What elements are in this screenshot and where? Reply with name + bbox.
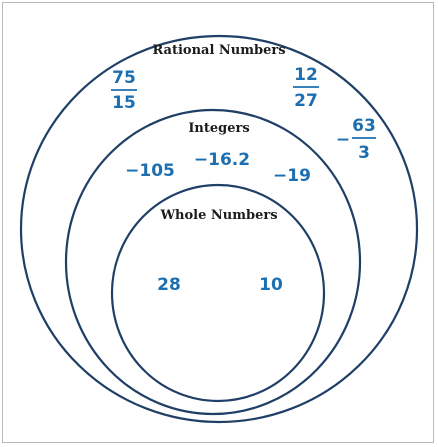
fraction-numerator: 12 — [294, 65, 318, 85]
element-28: 28 — [157, 275, 181, 295]
fraction-denominator: 27 — [294, 91, 318, 111]
integers-label: Integers — [188, 121, 249, 136]
fraction-denominator: 3 — [358, 143, 370, 163]
fraction-75-over-15: 75 15 — [111, 68, 137, 113]
whole-numbers-label: Whole Numbers — [159, 208, 277, 223]
fraction-numerator: 75 — [112, 68, 136, 88]
element-10: 10 — [259, 275, 283, 295]
element-negative-105: −105 — [125, 161, 175, 181]
rational-numbers-label: Rational Numbers — [152, 43, 285, 58]
fraction-numerator: 63 — [352, 116, 376, 136]
fraction-sign: − — [336, 130, 350, 150]
diagram-frame — [2, 2, 434, 443]
element-negative-19: −19 — [273, 166, 311, 186]
fraction-negative-63-over-3: − 63 3 — [336, 116, 376, 163]
rational-numbers-circle — [19, 34, 419, 424]
fraction-12-over-27: 12 27 — [293, 65, 319, 111]
integers-circle — [64, 108, 362, 416]
fraction-denominator: 15 — [112, 93, 136, 113]
whole-numbers-circle — [110, 183, 326, 403]
element-negative-16-2: −16.2 — [194, 150, 250, 170]
